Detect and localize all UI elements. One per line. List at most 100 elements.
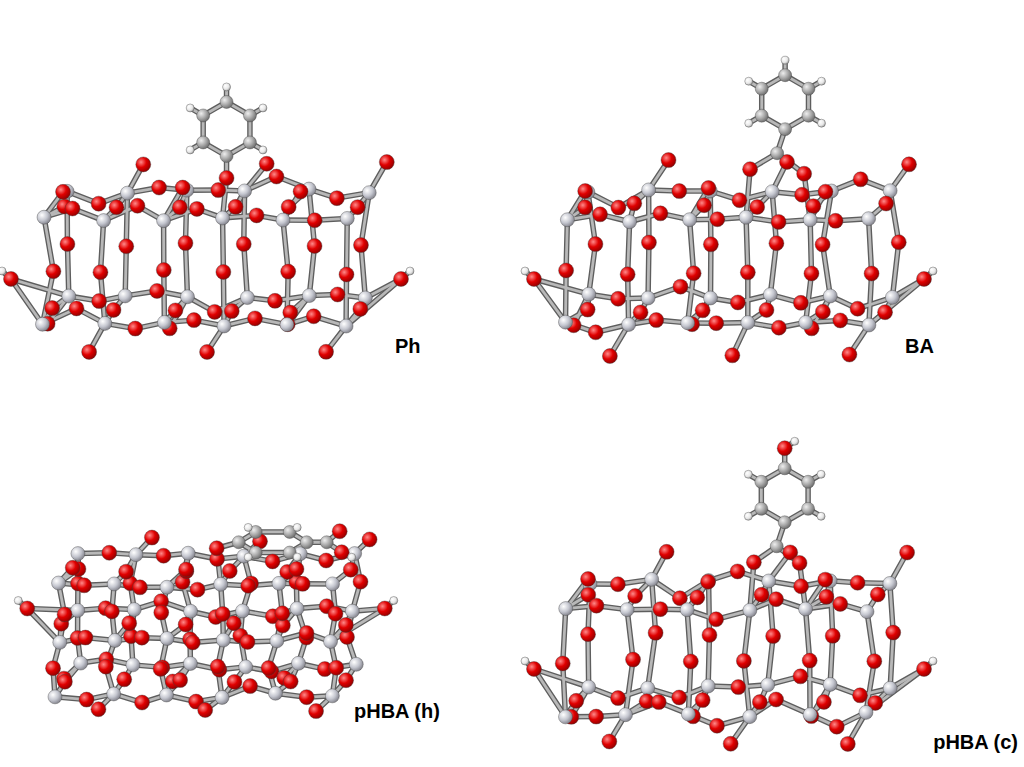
bond bbox=[823, 245, 831, 296]
bond bbox=[645, 242, 651, 298]
bond bbox=[100, 221, 103, 273]
bond bbox=[185, 243, 187, 297]
atom bbox=[653, 206, 668, 221]
atom bbox=[259, 104, 267, 112]
atom bbox=[602, 349, 617, 364]
atom bbox=[802, 109, 815, 122]
atom bbox=[69, 301, 84, 316]
atom bbox=[681, 707, 695, 721]
atom bbox=[102, 545, 117, 560]
bond bbox=[806, 609, 810, 661]
molecule bbox=[14, 523, 398, 718]
bond bbox=[892, 242, 898, 297]
bond bbox=[221, 218, 225, 272]
atom bbox=[326, 577, 340, 591]
atom bbox=[127, 603, 141, 617]
atom bbox=[633, 305, 648, 320]
bond bbox=[185, 190, 186, 243]
atom bbox=[132, 580, 147, 595]
atom bbox=[770, 540, 783, 553]
bond bbox=[769, 581, 773, 636]
atom bbox=[559, 315, 573, 329]
atom bbox=[771, 147, 784, 160]
atom bbox=[197, 109, 210, 122]
atom bbox=[765, 185, 779, 199]
atom bbox=[582, 680, 596, 694]
bond bbox=[628, 222, 630, 275]
atom bbox=[817, 77, 825, 85]
atom bbox=[217, 319, 231, 333]
atom bbox=[649, 313, 664, 328]
bond bbox=[346, 279, 401, 326]
atom bbox=[46, 661, 61, 676]
atom bbox=[390, 597, 398, 605]
atom bbox=[259, 146, 267, 154]
atom bbox=[754, 587, 769, 602]
atom bbox=[793, 669, 808, 684]
atom bbox=[53, 635, 67, 649]
atom bbox=[179, 562, 194, 577]
atom bbox=[763, 288, 777, 302]
bond bbox=[11, 279, 43, 324]
atom bbox=[239, 660, 253, 674]
atom bbox=[588, 237, 603, 252]
bond bbox=[746, 217, 748, 272]
atom bbox=[883, 184, 897, 198]
atom bbox=[79, 692, 94, 707]
atom bbox=[588, 325, 603, 340]
atom bbox=[651, 695, 666, 710]
atom bbox=[154, 605, 169, 620]
atom bbox=[320, 536, 333, 549]
atom bbox=[57, 607, 72, 622]
atom bbox=[329, 191, 344, 206]
bond bbox=[220, 218, 226, 272]
atom bbox=[555, 656, 570, 671]
bond bbox=[687, 610, 691, 662]
atom bbox=[709, 612, 724, 627]
atom bbox=[379, 155, 394, 170]
bond bbox=[346, 279, 401, 326]
atom bbox=[243, 136, 256, 149]
atom bbox=[77, 578, 92, 593]
atom bbox=[759, 302, 774, 317]
atom bbox=[701, 181, 716, 196]
atom bbox=[280, 318, 294, 332]
atom bbox=[223, 83, 231, 91]
bond bbox=[67, 244, 68, 296]
bond bbox=[810, 220, 811, 274]
atom bbox=[109, 200, 124, 215]
atom bbox=[186, 104, 194, 112]
bond bbox=[770, 243, 776, 294]
atom bbox=[293, 547, 307, 561]
atom bbox=[833, 596, 848, 611]
atom bbox=[283, 674, 298, 689]
atom bbox=[611, 691, 626, 706]
atom bbox=[680, 603, 694, 617]
panel-label: BA bbox=[903, 335, 936, 358]
atom bbox=[172, 200, 187, 215]
atom bbox=[648, 625, 663, 640]
atom bbox=[642, 183, 656, 197]
atom bbox=[56, 184, 71, 199]
bond bbox=[708, 244, 714, 298]
atom bbox=[559, 263, 574, 278]
bond bbox=[746, 217, 748, 272]
bond bbox=[100, 221, 103, 273]
atom bbox=[219, 170, 234, 185]
atom bbox=[181, 546, 195, 560]
bond bbox=[688, 661, 690, 714]
atom bbox=[249, 208, 264, 223]
molecule bbox=[521, 56, 937, 363]
atom bbox=[329, 660, 344, 675]
bond bbox=[869, 279, 924, 325]
atom bbox=[302, 289, 316, 303]
atom bbox=[74, 656, 88, 670]
atom bbox=[207, 304, 222, 319]
atom bbox=[275, 606, 290, 621]
atom bbox=[97, 214, 111, 228]
atom bbox=[324, 635, 338, 649]
atom bbox=[659, 544, 674, 559]
atom bbox=[750, 199, 765, 214]
bond bbox=[648, 633, 656, 688]
atom bbox=[118, 289, 132, 303]
